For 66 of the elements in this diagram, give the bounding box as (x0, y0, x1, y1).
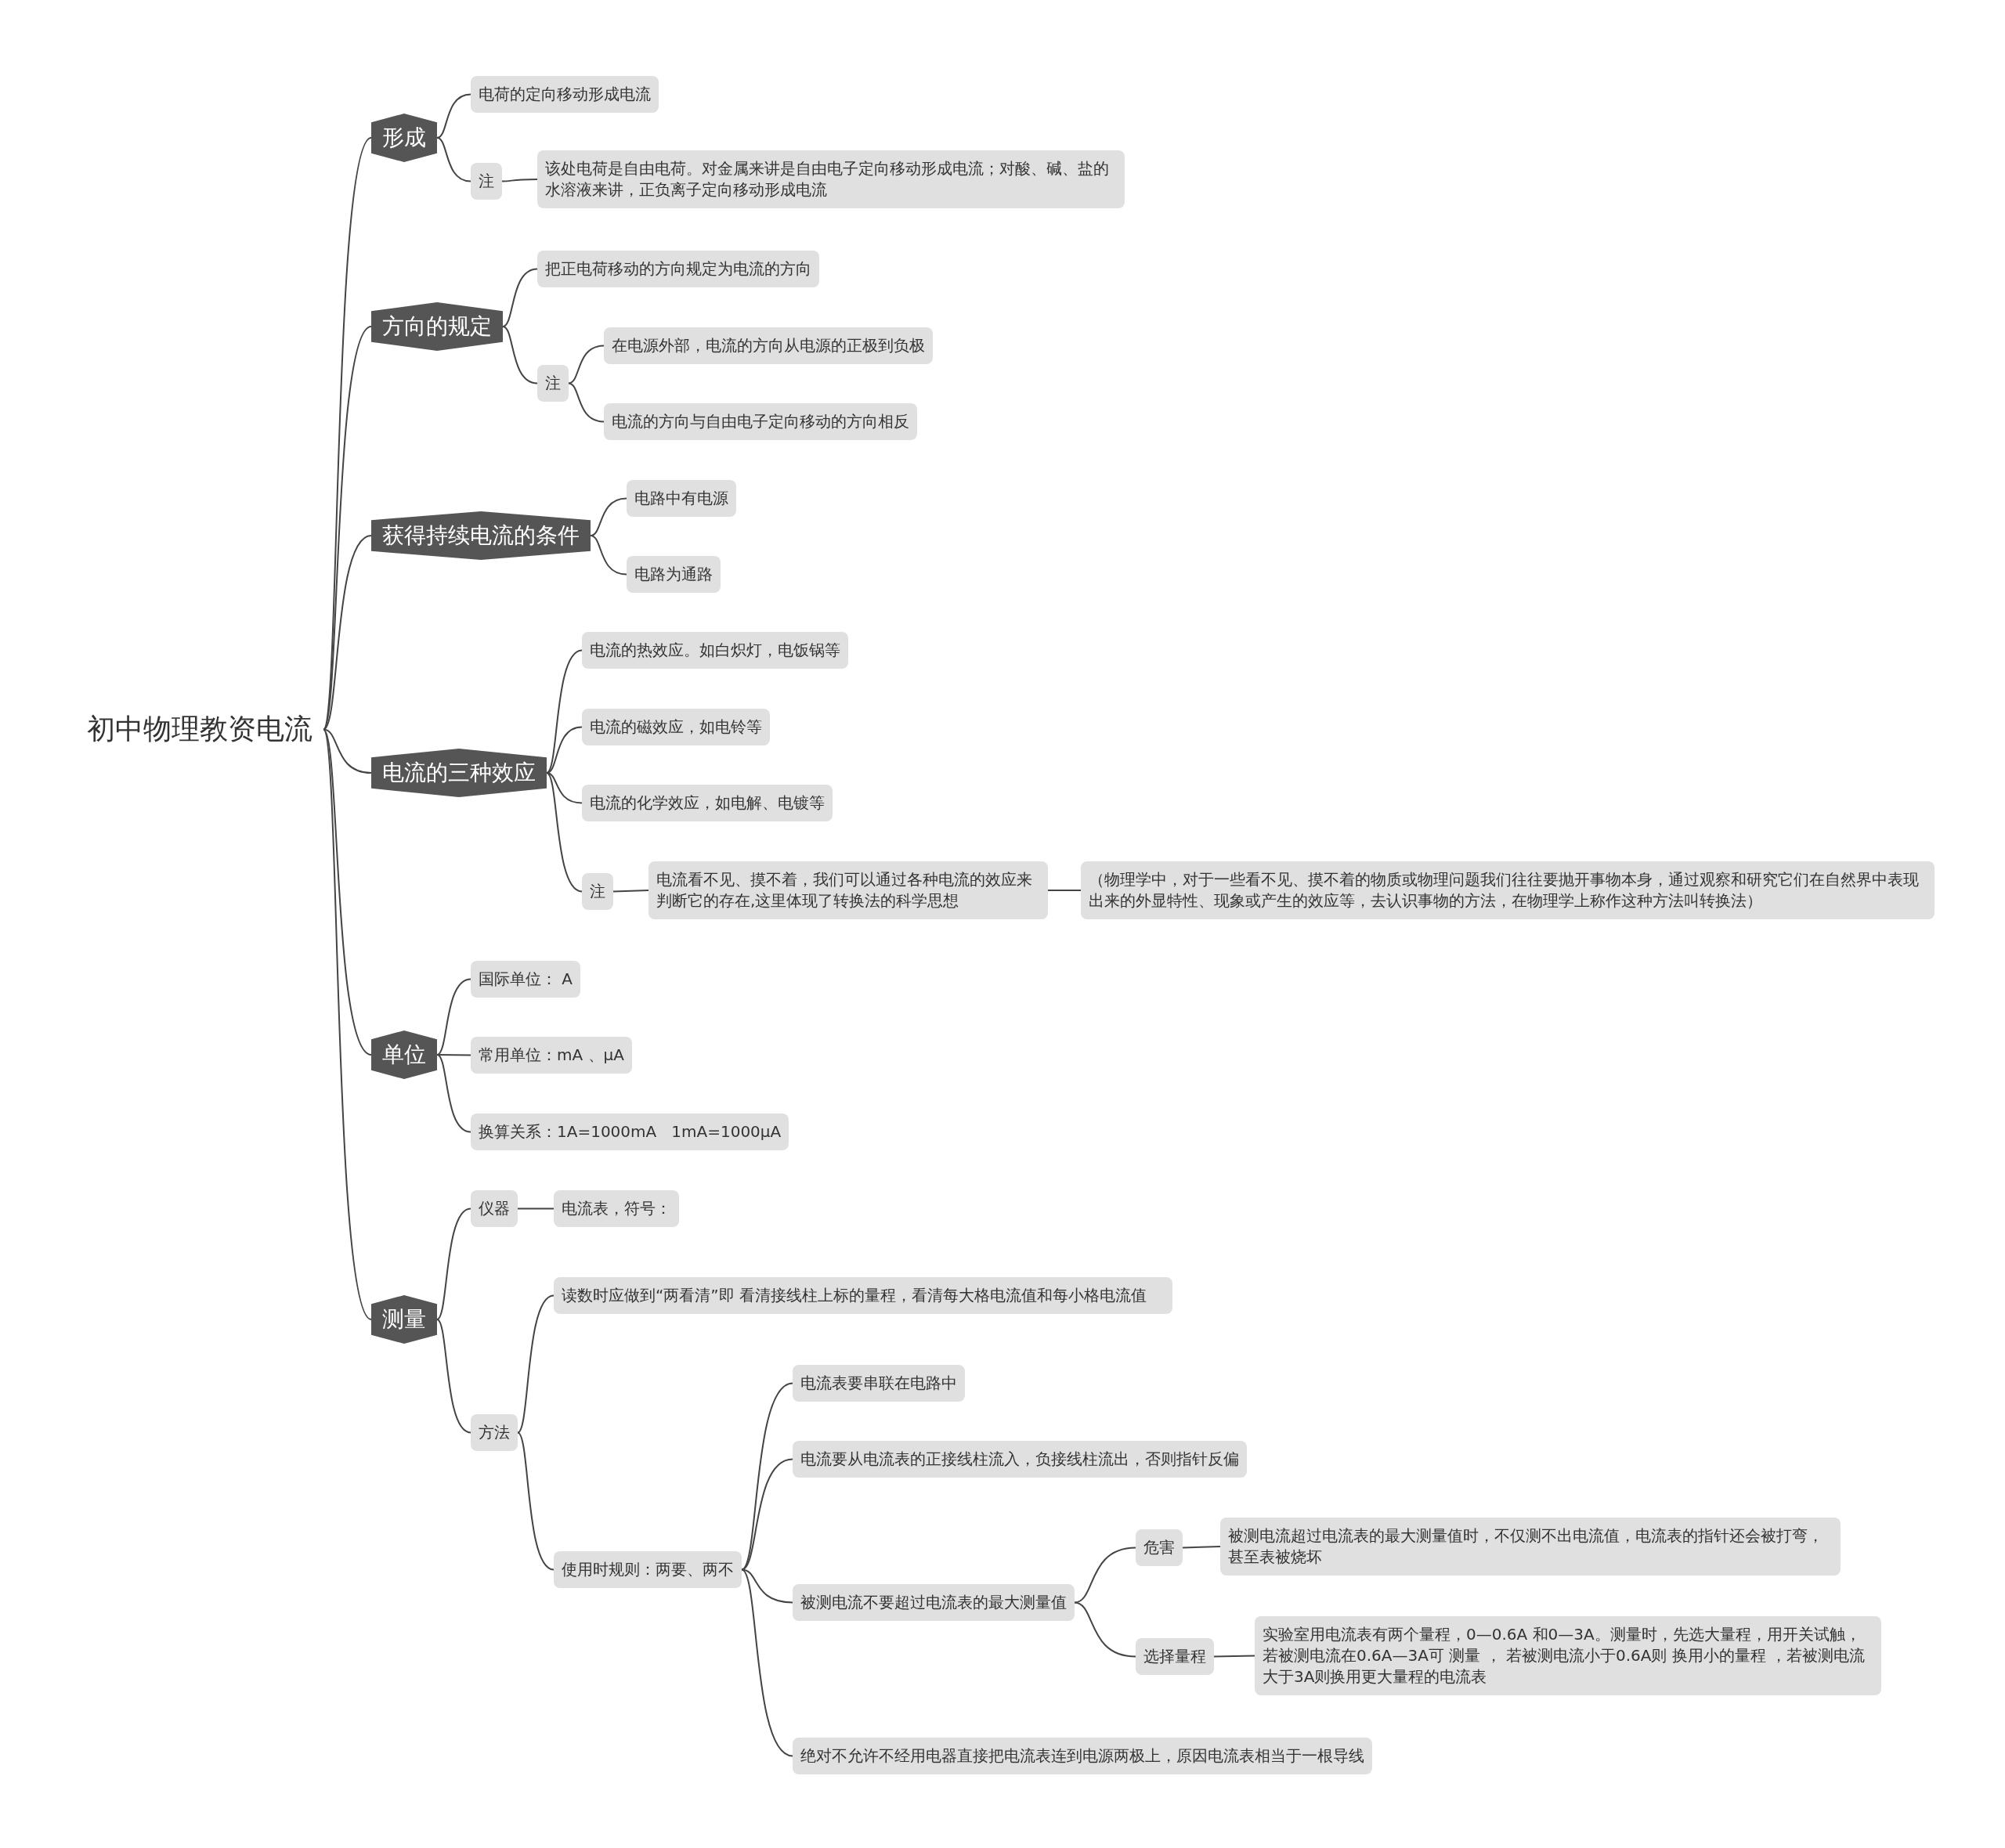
note-box: 电流看不见、摸不着，我们可以通过各种电流的效应来判断它的存在,这里体现了转换法的科学思想 (648, 861, 1048, 919)
connector (323, 728, 372, 1056)
note-box: 选择量程 (1136, 1637, 1214, 1675)
note-box: 电流表要串联在电路中 (793, 1364, 965, 1402)
connector (590, 497, 627, 536)
note-box: 注 (537, 364, 569, 402)
connector (568, 382, 605, 423)
connector (590, 535, 627, 576)
connector (546, 772, 583, 893)
connector (741, 1382, 793, 1571)
connector (568, 345, 605, 384)
connector (323, 326, 372, 731)
note-box: 电流表，符号： (554, 1189, 679, 1227)
note-box: 常用单位：mA 、μA (471, 1036, 632, 1074)
note-box: 实验室用电流表有两个量程，0—0.6A 和0—3A。测量时，先选大量程，用开关试触，若被测电流在0.6A—3A可 测量 ， 若被测电流小于0.6A则 换用小的量程 ，若被测电流大于3A则换用更大量程的电流表 (1255, 1615, 1881, 1695)
connector (323, 535, 372, 731)
note-box: 换算关系：1A=1000mA 1mA=1000μA (471, 1113, 789, 1150)
note-box: 电流的热效应。如白炽灯，电饭锅等 (582, 631, 848, 669)
note-box: 国际单位： A (471, 960, 581, 998)
note-box: 绝对不允许不经用电器直接把电流表连到电源两极上，原因电流表相当于一根导线 (793, 1737, 1372, 1774)
connector (436, 1054, 471, 1056)
note-box: 电路为通路 (627, 555, 721, 593)
connector (517, 1294, 555, 1434)
connector (502, 268, 538, 327)
note-box: 危害 (1136, 1529, 1183, 1566)
connector (323, 728, 372, 774)
note-box: 电路中有电源 (627, 479, 736, 517)
note-box: 注 (582, 872, 613, 910)
connector (612, 890, 649, 893)
connector (436, 1319, 471, 1434)
connector (1074, 1547, 1136, 1604)
note-box: 把正电荷移动的方向规定为电流的方向 (537, 250, 819, 287)
note-box: 注 (471, 162, 502, 200)
note-box: 在电源外部，电流的方向从电源的正极到负极 (604, 327, 933, 364)
note-box: 方法 (471, 1413, 518, 1451)
connector (436, 1054, 471, 1133)
note-box: 被测电流超过电流表的最大测量值时，不仅测不出电流值，电流表的指针还会被打弯，甚至表被烧坏 (1220, 1518, 1841, 1575)
note-box: 读数时应做到“两看清”即 看清接线柱上标的量程，看清每大格电流值和每小格电流值 (554, 1276, 1172, 1314)
connector (517, 1431, 555, 1571)
connector (436, 978, 471, 1056)
note-box: （物理学中，对于一些看不见、摸不着的物质或物理问题我们往往要抛开事物本身，通过观察和研究它们在自然界中表现出来的外显特性、现象或产生的效应等，去认识事物的方法，在物理学上称作这种方法叫转换法） (1081, 861, 1935, 919)
connector (741, 1568, 793, 1757)
connector (1074, 1601, 1136, 1658)
note-box: 使用时规则：两要、两不 (554, 1550, 742, 1588)
connector (1047, 890, 1082, 891)
connector (546, 772, 583, 804)
note-box: 电流的化学效应，如电解、电镀等 (582, 784, 833, 821)
note-box: 仪器 (471, 1189, 518, 1227)
connector (502, 326, 538, 384)
connector (436, 1207, 471, 1320)
connector (323, 728, 372, 1320)
connector (517, 1207, 555, 1210)
note-box: 被测电流不要超过电流表的最大测量值 (793, 1583, 1075, 1621)
note-box: 电流的磁效应，如电铃等 (582, 708, 770, 745)
note-box: 电荷的定向移动形成电流 (471, 75, 659, 113)
connector (501, 179, 538, 182)
note-box: 电流要从电流表的正接线柱流入，负接线柱流出，否则指针反偏 (793, 1440, 1247, 1478)
note-box: 电流的方向与自由电子定向移动的方向相反 (604, 402, 917, 440)
connector (436, 93, 471, 139)
connector (1213, 1655, 1255, 1658)
connector (436, 137, 471, 182)
connector (1182, 1546, 1221, 1549)
connector (546, 649, 583, 774)
central-topic: 初中物理教资电流 (87, 709, 312, 749)
connector (546, 726, 583, 774)
note-box: 该处电荷是自由电荷。对金属来讲是自由电子定向移动形成电流；对酸、碱、盐的水溶液来讲，正负离子定向移动形成电流 (537, 150, 1125, 208)
